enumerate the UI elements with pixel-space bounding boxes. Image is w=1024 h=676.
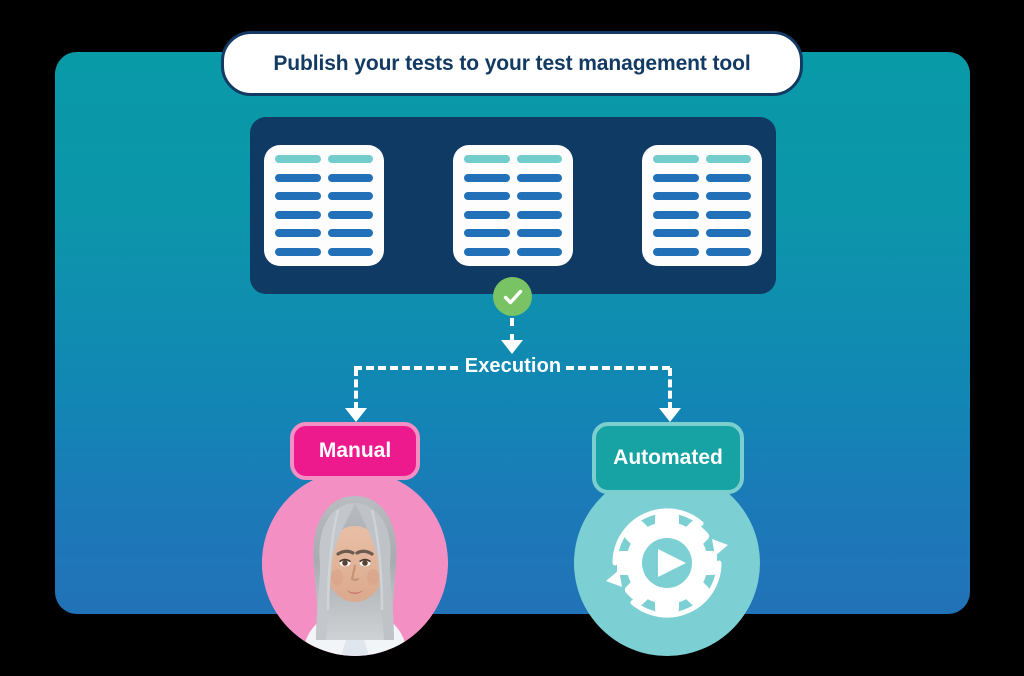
doc-body-cell <box>516 210 562 219</box>
doc-body-cell <box>516 192 562 201</box>
arrowhead-to-execution <box>501 340 523 354</box>
doc-body-row <box>464 192 562 201</box>
doc-body-cell <box>705 210 751 219</box>
doc-body-cell <box>275 192 321 201</box>
doc-body-row <box>275 229 373 238</box>
doc-body-cell <box>705 229 751 238</box>
person-avatar-icon <box>262 470 448 656</box>
doc-body-cell <box>464 192 510 201</box>
test-document-card-1[interactable] <box>264 145 384 266</box>
doc-header-row <box>464 155 562 163</box>
test-document-card-2[interactable] <box>453 145 573 266</box>
doc-header-cell <box>464 155 510 163</box>
doc-body-cell <box>327 247 373 256</box>
doc-body-cell <box>464 173 510 182</box>
doc-body-cell <box>464 210 510 219</box>
doc-body-cell <box>275 210 321 219</box>
manual-illustration <box>262 470 448 656</box>
connector-drop-manual <box>354 368 358 410</box>
doc-body-cell <box>653 192 699 201</box>
doc-body-row <box>653 247 751 256</box>
branch-manual-button[interactable]: Manual <box>290 422 420 480</box>
doc-body-cell <box>464 229 510 238</box>
connector-execution-to-automated <box>566 366 670 370</box>
doc-body-row <box>275 247 373 256</box>
doc-header-row <box>275 155 373 163</box>
title-banner: Publish your tests to your test manageme… <box>221 31 803 96</box>
doc-body-cell <box>516 229 562 238</box>
arrowhead-to-automated <box>659 408 681 422</box>
doc-body-cell <box>327 192 373 201</box>
doc-body-row <box>653 229 751 238</box>
doc-header-cell <box>653 155 699 163</box>
arrowhead-to-manual <box>345 408 367 422</box>
doc-body-cell <box>653 229 699 238</box>
branch-automated-label: Automated <box>613 446 723 469</box>
doc-body-cell <box>327 210 373 219</box>
doc-body-cell <box>653 247 699 256</box>
doc-header-cell <box>516 155 562 163</box>
doc-body-cell <box>705 173 751 182</box>
doc-body-row <box>653 210 751 219</box>
check-circle-icon <box>493 277 532 316</box>
doc-body-cell <box>275 229 321 238</box>
test-document-card-3[interactable] <box>642 145 762 266</box>
doc-body-row <box>464 247 562 256</box>
doc-header-row <box>653 155 751 163</box>
doc-body-row <box>464 210 562 219</box>
doc-body-cell <box>275 247 321 256</box>
doc-body-cell <box>275 173 321 182</box>
doc-body-row <box>275 192 373 201</box>
doc-body-cell <box>653 210 699 219</box>
doc-header-cell <box>327 155 373 163</box>
doc-body-row <box>464 173 562 182</box>
branch-manual-label: Manual <box>318 439 392 462</box>
doc-header-cell <box>275 155 321 163</box>
doc-body-cell <box>327 229 373 238</box>
doc-body-row <box>275 210 373 219</box>
branch-automated-button[interactable]: Automated <box>592 422 744 494</box>
page-title: Publish your tests to your test manageme… <box>273 51 751 75</box>
doc-body-cell <box>705 192 751 201</box>
automated-illustration <box>574 470 760 656</box>
doc-body-cell <box>653 173 699 182</box>
gear-play-refresh-icon <box>606 508 728 618</box>
doc-body-row <box>653 192 751 201</box>
doc-body-row <box>275 173 373 182</box>
execution-label: Execution <box>464 355 562 377</box>
doc-body-cell <box>464 247 510 256</box>
doc-body-cell <box>516 173 562 182</box>
documents-panel <box>250 117 776 294</box>
connector-badge-to-execution <box>510 318 514 342</box>
doc-header-cell <box>705 155 751 163</box>
doc-body-row <box>653 173 751 182</box>
connector-drop-automated <box>668 368 672 410</box>
doc-body-row <box>464 229 562 238</box>
doc-body-cell <box>516 247 562 256</box>
doc-body-cell <box>327 173 373 182</box>
doc-body-cell <box>705 247 751 256</box>
connector-execution-to-manual <box>354 366 458 370</box>
